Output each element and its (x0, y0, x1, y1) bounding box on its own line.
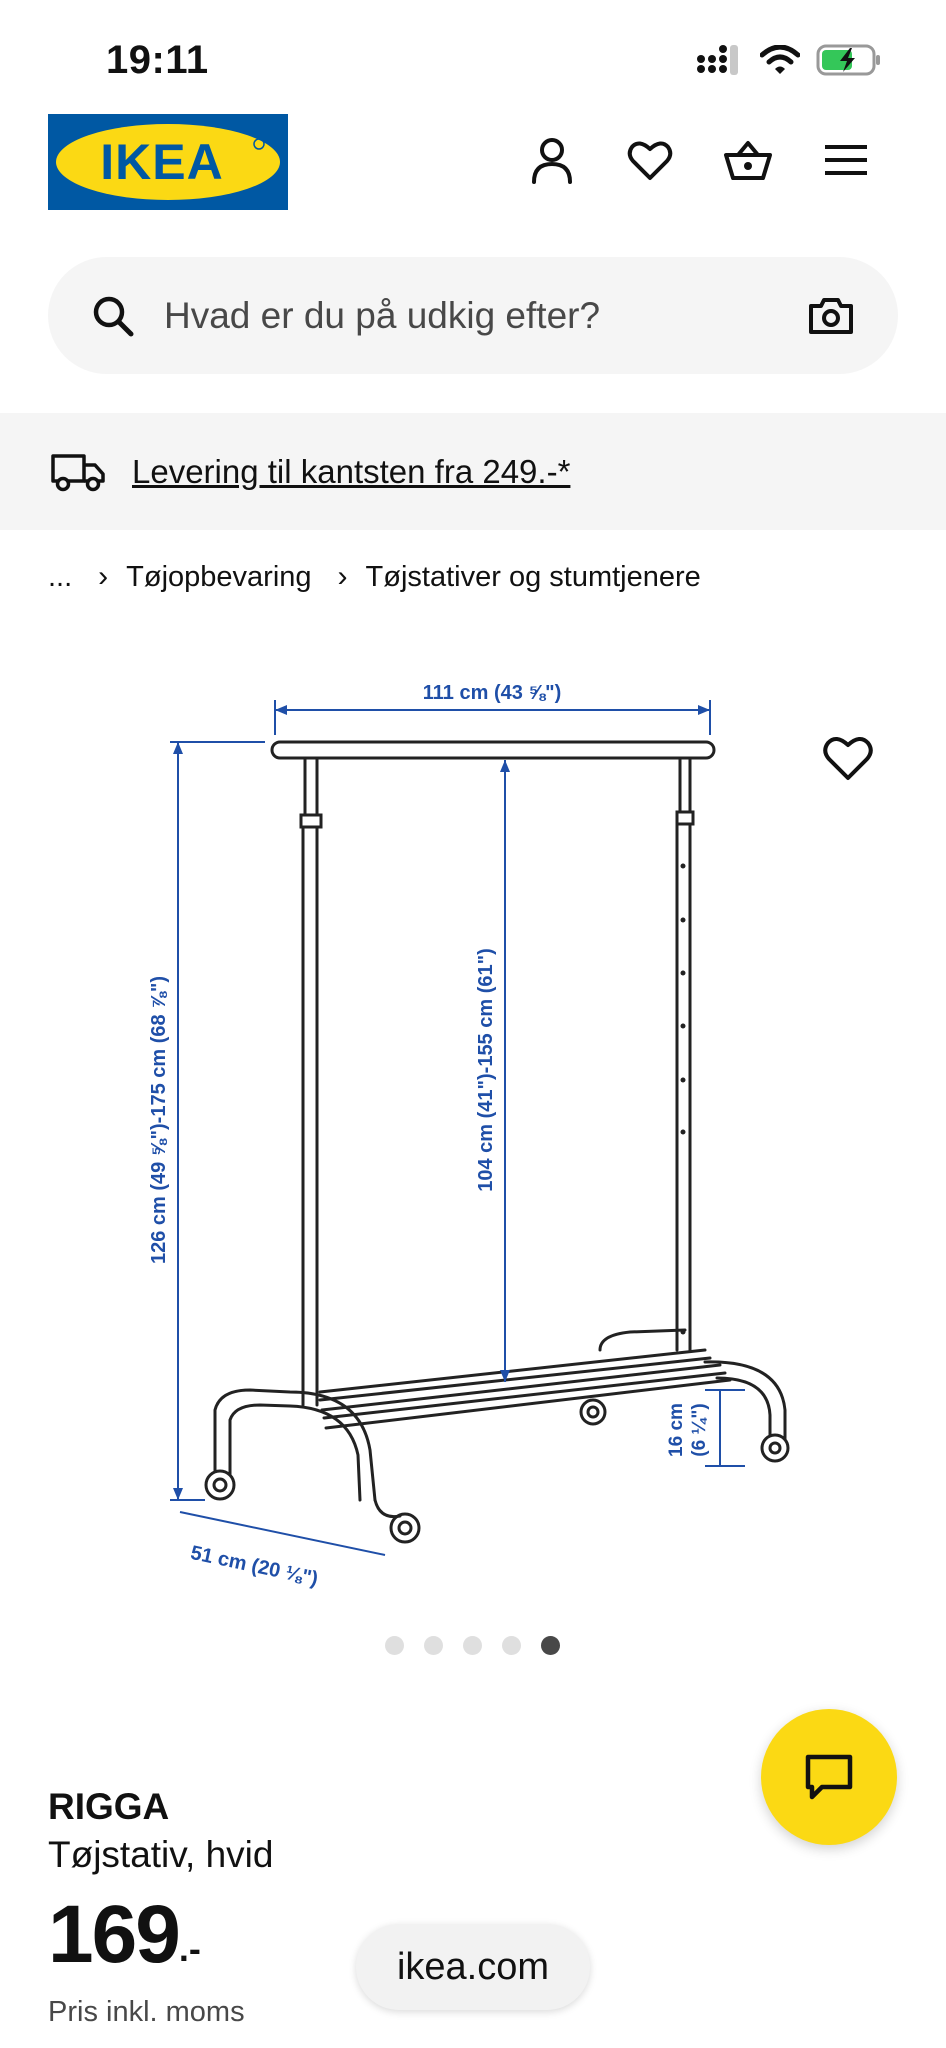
dim-hang-height-label: 104 cm (41")-155 cm (61") (475, 948, 497, 1192)
favourites-button[interactable] (624, 134, 676, 186)
truck-icon (51, 453, 105, 491)
breadcrumb-ellipsis[interactable]: ... (48, 560, 73, 593)
battery-icon (816, 44, 880, 76)
status-time: 19:11 (106, 38, 209, 82)
heart-icon (627, 141, 673, 180)
chevron-right-icon: › (98, 560, 109, 593)
carousel-dot[interactable] (463, 1636, 482, 1655)
carousel-dot[interactable] (502, 1636, 521, 1655)
price-note: Pris inkl. moms (48, 1996, 245, 2028)
dim-shelf-height-cm: 16 cm (666, 1403, 687, 1457)
dim-width-label: 111 cm (43 ⅝") (423, 682, 561, 704)
signal-icon (697, 45, 738, 75)
menu-button[interactable] (820, 134, 872, 186)
chat-button[interactable] (761, 1709, 897, 1845)
account-icon (532, 138, 572, 184)
search-bar[interactable] (48, 257, 898, 374)
price-integer: 169 (48, 1889, 181, 1980)
add-to-favourites-icon[interactable] (820, 730, 876, 786)
delivery-link[interactable]: Levering til kantsten fra 249.-* (132, 452, 571, 490)
carousel-dot[interactable] (385, 1636, 404, 1655)
basket-icon (724, 141, 772, 180)
menu-icon (825, 145, 867, 175)
ikea-logo[interactable]: IKEA (48, 114, 288, 210)
chevron-right-icon: › (337, 560, 348, 593)
header-actions (526, 134, 872, 186)
carousel-dot-active[interactable] (541, 1636, 560, 1655)
basket-button[interactable] (722, 134, 774, 186)
price-suffix: .- (178, 1928, 201, 1969)
wifi-icon (760, 45, 800, 74)
breadcrumb-item-storage[interactable]: Tøjopbevaring (126, 560, 312, 593)
browser-url-bar[interactable]: ikea.com (356, 1924, 590, 2010)
search-icon (93, 296, 134, 336)
camera-icon[interactable] (808, 297, 854, 335)
chat-bubble-icon (805, 1754, 853, 1800)
dim-shelf-height-in: (6 ¼") (689, 1403, 710, 1456)
dim-depth-label: 51 cm (20 ⅛") (189, 1542, 320, 1590)
account-button[interactable] (526, 134, 578, 186)
breadcrumb-item-clothes-racks[interactable]: Tøjstativer og stumtjenere (365, 560, 701, 593)
product-dimension-image[interactable]: 111 cm (43 ⅝") 126 cm (49 ⅝")-175 cm (68… (120, 650, 820, 1610)
breadcrumb: ... › Tøjopbevaring › Tøjstativer og stu… (48, 560, 701, 594)
carousel-dot[interactable] (424, 1636, 443, 1655)
svg-text:IKEA: IKEA (100, 134, 223, 190)
product-description: Tøjstativ, hvid (48, 1834, 274, 1875)
url-text: ikea.com (396, 1945, 550, 1988)
delivery-banner[interactable]: Levering til kantsten fra 249.-* (0, 413, 946, 530)
product-name: RIGGA (48, 1786, 170, 1827)
dim-height-label: 126 cm (49 ⅝")-175 cm (68 ⅞") (148, 976, 170, 1264)
status-icons (696, 44, 882, 76)
product-price: 169 .- (48, 1894, 201, 1976)
carousel-indicator (385, 1636, 560, 1655)
search-input[interactable] (162, 293, 808, 338)
